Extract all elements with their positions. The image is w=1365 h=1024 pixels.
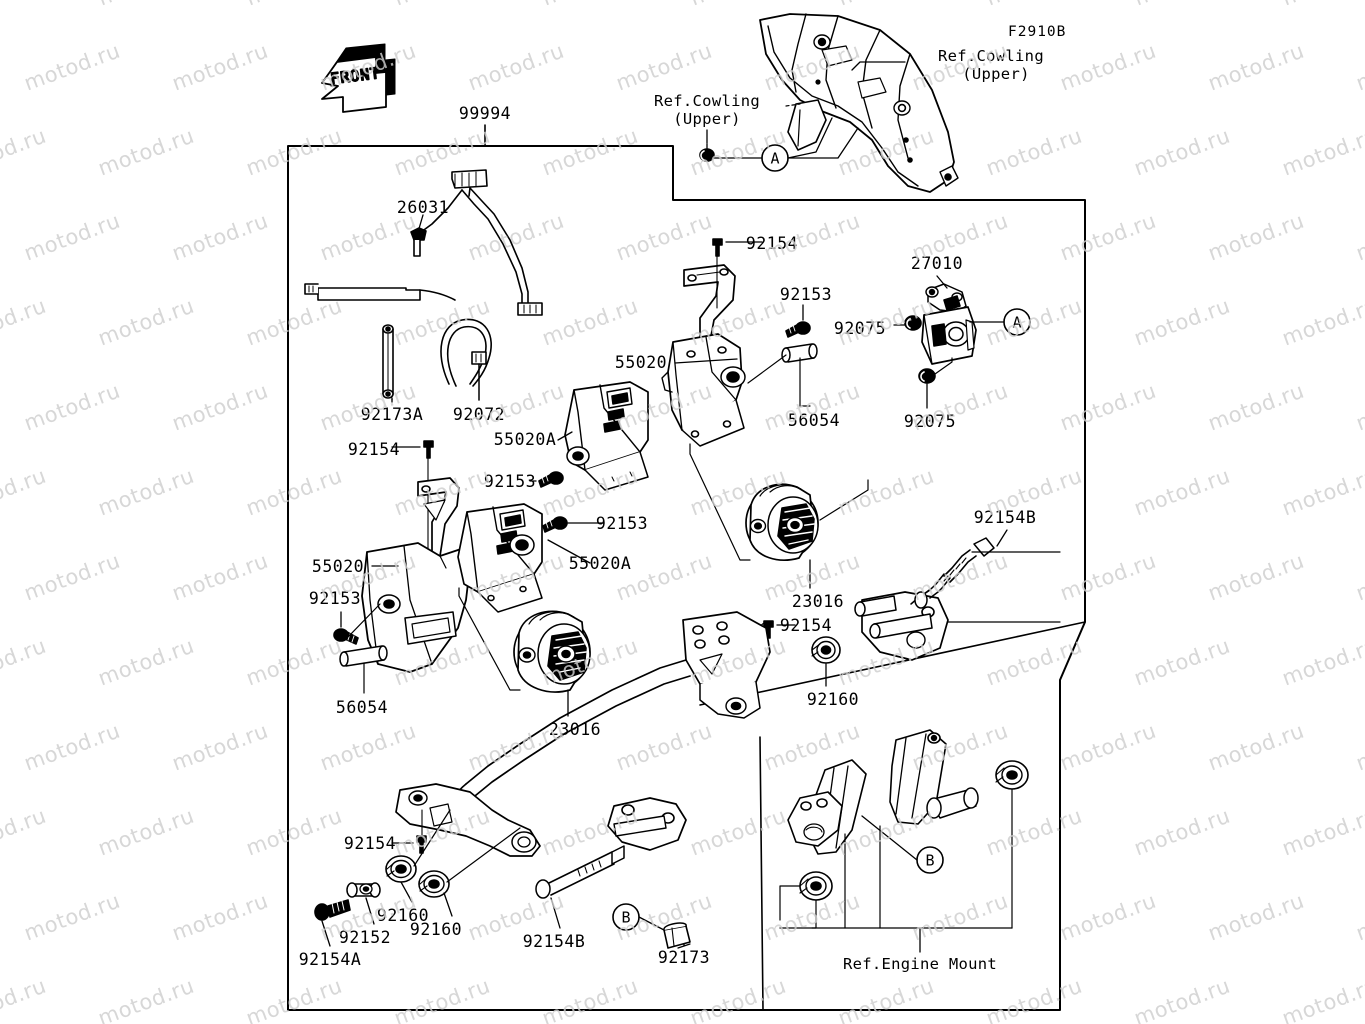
leader-92154B-b [550, 897, 561, 929]
part-label-55020-left: 55020 [311, 557, 365, 576]
part-label-92153-center: 92153 [595, 514, 649, 533]
frame-engine-mount-sub [759, 736, 764, 1011]
leader-92154B-a [996, 529, 1008, 547]
part-55020-bracket-upper [661, 264, 746, 447]
part-label-55020A-lower: 55020A [568, 554, 632, 573]
part-56054-pin-left [339, 645, 388, 694]
part-label-99994: 99994 [458, 104, 512, 123]
part-screw-top-cowling [699, 143, 715, 162]
part-label-92075-upper: 92075 [833, 319, 887, 338]
part-label-56054-left: 56054 [335, 698, 389, 717]
part-92160-bushing-center [811, 636, 841, 664]
ref-cowling-upper-left-line2: (Upper) [673, 110, 741, 128]
leader-27010 [936, 275, 948, 289]
part-92154B-bolt-lower [535, 845, 625, 899]
leader-92152 [365, 897, 375, 925]
part-92154A-bolt [314, 899, 351, 921]
leader-55020A-a [557, 431, 573, 441]
part-56054-pin-upper [781, 343, 818, 407]
callout-b-bottom-letter: B [925, 852, 934, 870]
ref-cowling-upper-right-line1: Ref.Cowling [938, 47, 1044, 65]
part-label-92152: 92152 [338, 928, 392, 947]
callout-a-top-letter: A [770, 150, 779, 168]
part-92075-nut-lower [918, 368, 936, 384]
part-label-55020A-upper: 55020A [493, 430, 557, 449]
part-engine-mount-group [787, 729, 979, 855]
part-label-92160-center: 92160 [806, 690, 860, 709]
leader-55020-a [674, 358, 738, 364]
part-label-92154B-lower: 92154B [522, 932, 586, 951]
diagram-code: F2910B [1008, 24, 1067, 40]
part-55020A-cover-upper [564, 381, 649, 491]
part-label-92072: 92072 [452, 405, 506, 424]
part-label-92154-lower: 92154 [343, 834, 397, 853]
part-92072-tiewrap [440, 318, 492, 401]
part-label-56054-upper: 56054 [787, 411, 841, 430]
part-23016-horn-right [745, 483, 819, 561]
part-label-92154-left: 92154 [347, 440, 401, 459]
front-arrow-icon: FRONT [321, 43, 396, 113]
part-92173A-clamp [382, 324, 394, 399]
leader-refcowling-right [851, 61, 906, 71]
part-label-27010: 27010 [910, 254, 964, 273]
part-92153-screw-upper [785, 321, 811, 338]
part-92153-screw-centerlow [538, 471, 564, 488]
callout-a-horn-letter: A [1012, 314, 1021, 332]
frame-engine-mount-diag [699, 621, 1086, 706]
part-92154-screw-upper [712, 238, 723, 257]
part-23016-horn-left [513, 610, 591, 693]
part-92153-screw-left [333, 628, 359, 645]
part-label-92154-upper: 92154 [745, 234, 799, 253]
part-label-23016-right: 23016 [791, 592, 845, 611]
part-label-23016-left: 23016 [548, 720, 602, 739]
part-label-92173A: 92173A [360, 405, 424, 424]
part-label-55020-upper: 55020 [614, 353, 668, 372]
part-label-92173: 92173 [657, 948, 711, 967]
part-label-26031: 26031 [396, 198, 450, 217]
part-label-92075-lower: 92075 [903, 412, 957, 431]
part-92152-collar [346, 882, 381, 898]
part-label-92153-upper: 92153 [779, 285, 833, 304]
ref-cowling-upper-right-line2: (Upper) [962, 65, 1030, 83]
part-label-92153-left: 92153 [308, 589, 362, 608]
ref-cowling-upper-left-line1: Ref.Cowling [654, 92, 760, 110]
part-55020-bracket-left [361, 477, 471, 673]
part-lower-left-bracket [395, 783, 541, 857]
part-92173-grommet [663, 922, 691, 949]
part-27010-horn [921, 283, 977, 365]
part-label-92154-center: 92154 [779, 616, 833, 635]
part-92075-nut-upper [904, 315, 922, 331]
leader-92160-b [400, 881, 413, 903]
leader-26031 [417, 214, 424, 233]
part-label-92160-a: 92160 [376, 906, 430, 925]
part-lower-center-arm [607, 797, 687, 851]
part-92160-bushing-b [418, 870, 450, 898]
leader-55020A-b [547, 539, 591, 564]
part-92154-screw-left [423, 440, 434, 459]
ref-engine-mount-label: Ref.Engine Mount [842, 955, 998, 973]
part-92153-screw-center [542, 516, 568, 533]
callout-b-mid-letter: B [621, 909, 630, 927]
part-26031-harness [304, 169, 543, 316]
part-engine-mount-bushing-left [799, 871, 833, 901]
part-label-92154A: 92154A [298, 950, 362, 969]
part-engine-mount-bushing-right [995, 760, 1029, 790]
part-label-92153-centerlow: 92153 [483, 472, 537, 491]
part-label-92154B-right: 92154B [973, 508, 1037, 527]
leader-92154A [321, 920, 331, 947]
part-label-92160-b: 92160 [409, 920, 463, 939]
part-right-link-arm [854, 591, 949, 661]
leader-92160-c [443, 892, 453, 917]
ref-cowling-artwork [759, 13, 959, 193]
part-92160-bushing-a [385, 855, 417, 883]
part-55020A-cover-lower [457, 503, 543, 613]
